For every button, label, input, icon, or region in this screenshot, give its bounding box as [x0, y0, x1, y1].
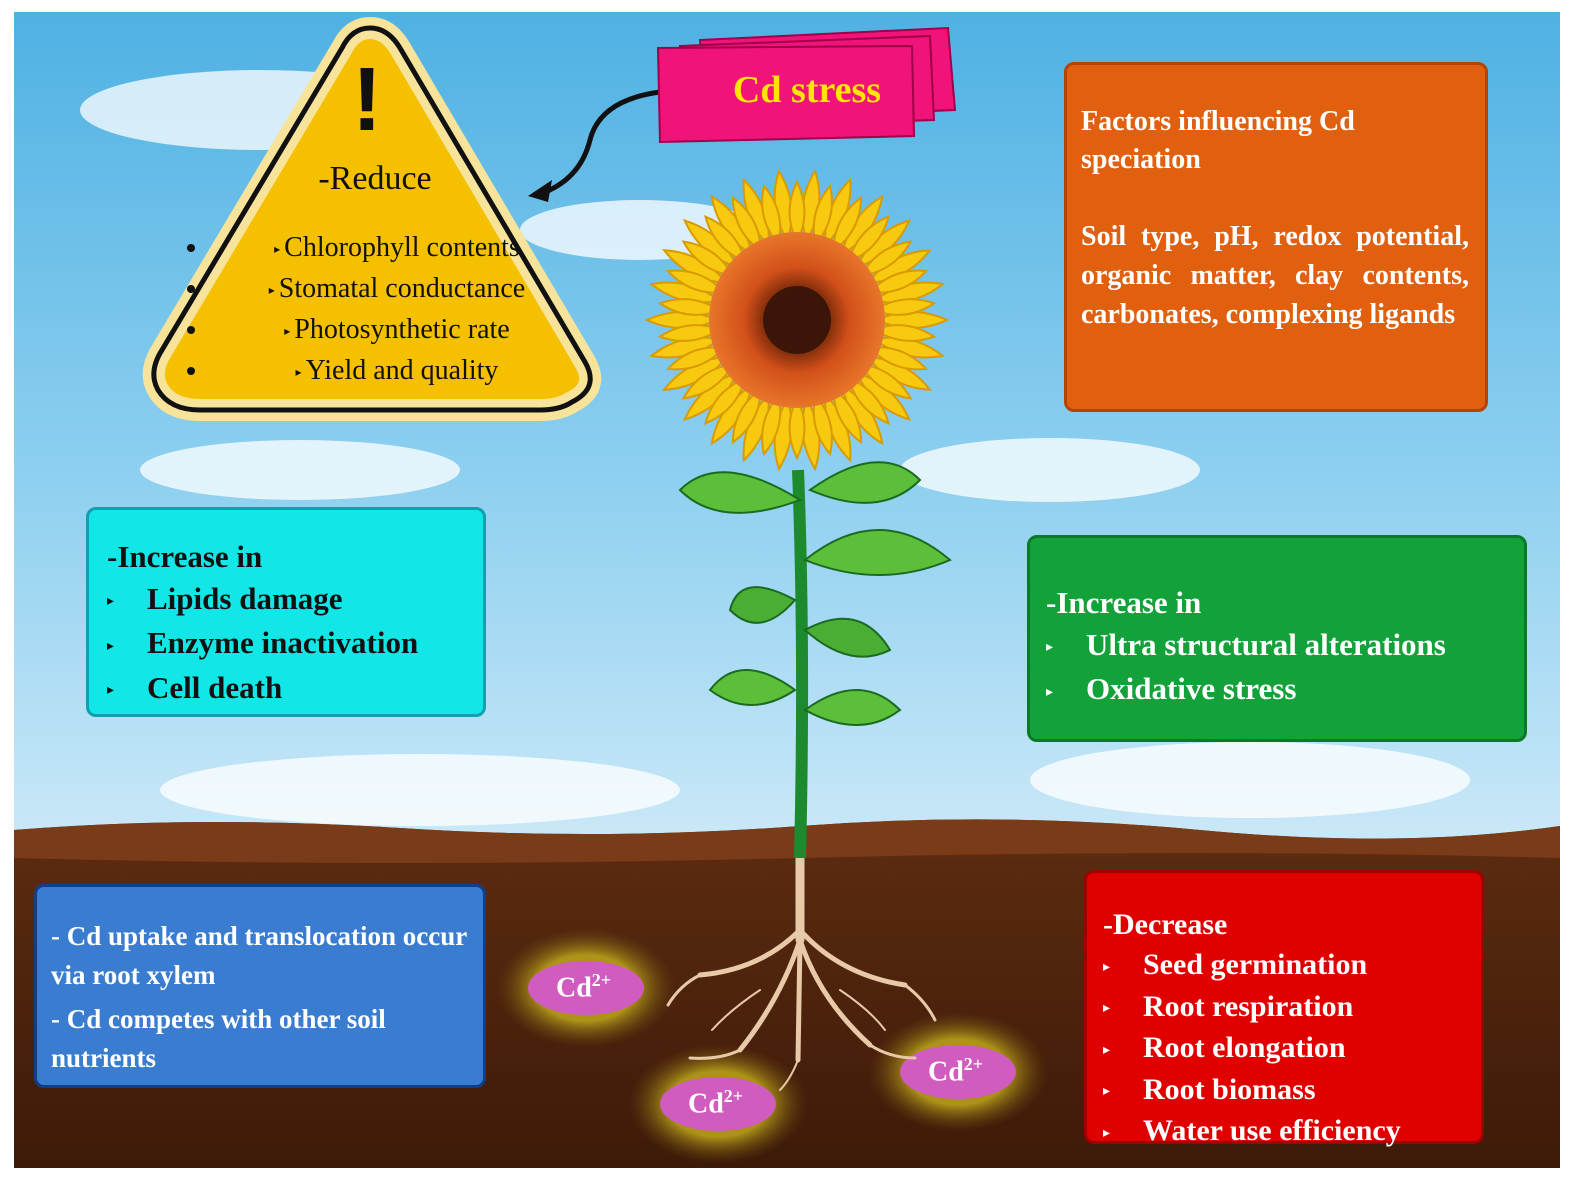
root-effects-item: ▸Seed germination — [1103, 945, 1481, 987]
cd-ion-1 — [496, 928, 676, 1048]
petal — [867, 269, 929, 294]
root-effects-list: ▸Seed germination ▸Root respiration ▸Roo… — [1103, 945, 1481, 1153]
uptake-box: - Cd uptake and translocation occur via … — [34, 884, 486, 1088]
factors-body: Soil type, pH, redox potential, organic … — [1081, 221, 1469, 330]
cd-ion-label-3: Cd2+ — [928, 1054, 984, 1088]
bullet-icon: ▸ — [1103, 959, 1111, 975]
reduce-item: ▸Photosynthetic rate — [210, 310, 580, 351]
root-effects-item: ▸Root elongation — [1103, 1028, 1481, 1070]
roots — [666, 853, 937, 1091]
factors-box: Factors influencing Cd speciation Soil t… — [1064, 62, 1488, 412]
petal — [872, 324, 937, 342]
petal — [788, 395, 806, 461]
cellular-damage-item: ▸Cell death — [107, 667, 483, 711]
bullet-icon: ▸ — [1103, 1084, 1111, 1100]
petal — [704, 376, 747, 425]
root-effects-heading: -Decrease — [1103, 908, 1228, 941]
factors-title: Factors influencing Cd speciation — [1081, 106, 1355, 175]
leaves — [678, 461, 952, 726]
cellular-damage-list: ▸Lipids damage ▸Enzyme inactivation ▸Cel… — [107, 578, 483, 711]
petal — [731, 195, 762, 253]
cd-stress-banner — [656, 26, 957, 144]
petal — [788, 179, 806, 245]
sunflower-head — [644, 168, 950, 472]
petal — [847, 215, 890, 264]
stem — [792, 469, 809, 859]
root-effects-item: ▸Water use efficiency — [1103, 1111, 1481, 1153]
oxidative-box: -Increase in ▸Ultra structural alteratio… — [1027, 535, 1527, 742]
petal — [859, 240, 913, 277]
bullet-icon: ▸ — [1046, 684, 1054, 700]
reduce-item: ▸Yield and quality — [210, 351, 580, 392]
petal — [681, 240, 735, 277]
cd-stress-arrow-icon — [528, 89, 661, 202]
petal — [681, 363, 735, 400]
cellular-damage-item: ▸Enzyme inactivation — [107, 622, 483, 666]
petal — [731, 387, 762, 445]
petal — [859, 363, 913, 400]
bullet-icon: ▸ — [107, 638, 115, 654]
bullet-icon: ▸ — [107, 594, 115, 610]
oxidative-heading: -Increase in — [1046, 585, 1202, 620]
reduce-item: ▸Chlorophyll contents — [210, 228, 580, 269]
petal — [867, 346, 929, 371]
cellular-damage-box: -Increase in ▸Lipids damage ▸Enzyme inac… — [86, 507, 486, 717]
bullet-icon: ▸ — [268, 283, 275, 298]
oxidative-list: ▸Ultra structural alterations ▸Oxidative… — [1046, 624, 1524, 713]
reduce-item: ▸Stomatal conductance — [210, 269, 580, 310]
petal — [665, 346, 727, 371]
reduce-heading: -Reduce — [318, 160, 432, 197]
cd-ion-label-1: Cd2+ — [556, 970, 612, 1004]
petal — [657, 324, 722, 342]
cd-stress-label: Cd stress — [732, 69, 882, 111]
petal — [761, 183, 782, 247]
warning-triangle: ! — [142, 17, 602, 421]
soil-surface — [14, 819, 1560, 863]
bullet-icon: ▸ — [1103, 1042, 1111, 1058]
bullet-icon: ▸ — [284, 324, 291, 339]
petal — [812, 393, 833, 457]
cd-ion-label-2: Cd2+ — [688, 1086, 744, 1120]
cd-ion-2 — [628, 1044, 808, 1164]
uptake-line: - Cd competes with other soil nutrients — [51, 1004, 386, 1073]
petal — [657, 298, 722, 316]
oxidative-item: ▸Oxidative stress — [1046, 668, 1524, 712]
bullet-icon: ▸ — [1046, 640, 1054, 656]
petal — [872, 298, 937, 316]
bullet-icon: ▸ — [1103, 1001, 1111, 1017]
bullet-icon: ▸ — [274, 242, 281, 257]
bullet-icon: ▸ — [295, 365, 302, 380]
petal — [704, 215, 747, 264]
root-effects-item: ▸Root biomass — [1103, 1070, 1481, 1112]
bullet-icon: ▸ — [107, 683, 115, 699]
petal — [665, 269, 727, 294]
cellular-damage-item: ▸Lipids damage — [107, 578, 483, 622]
root-effects-item: ▸Root respiration — [1103, 987, 1481, 1029]
bullet-icon: ▸ — [1103, 1126, 1111, 1142]
cd-ion-3 — [868, 1012, 1048, 1132]
warning-exclamation-icon: ! — [352, 50, 382, 150]
reduce-effects: -Reduce ▸Chlorophyll contents ▸Stomatal … — [170, 160, 580, 408]
root-effects-box: -Decrease ▸Seed germination ▸Root respir… — [1084, 870, 1484, 1147]
petal — [761, 393, 782, 457]
petal — [812, 183, 833, 247]
oxidative-item: ▸Ultra structural alterations — [1046, 624, 1524, 668]
petal — [832, 195, 863, 253]
petal — [847, 376, 890, 425]
cellular-damage-heading: -Increase in — [107, 539, 263, 574]
petal — [832, 387, 863, 445]
reduce-list: ▸Chlorophyll contents ▸Stomatal conducta… — [170, 228, 580, 392]
uptake-line: - Cd uptake and translocation occur via … — [51, 921, 467, 990]
